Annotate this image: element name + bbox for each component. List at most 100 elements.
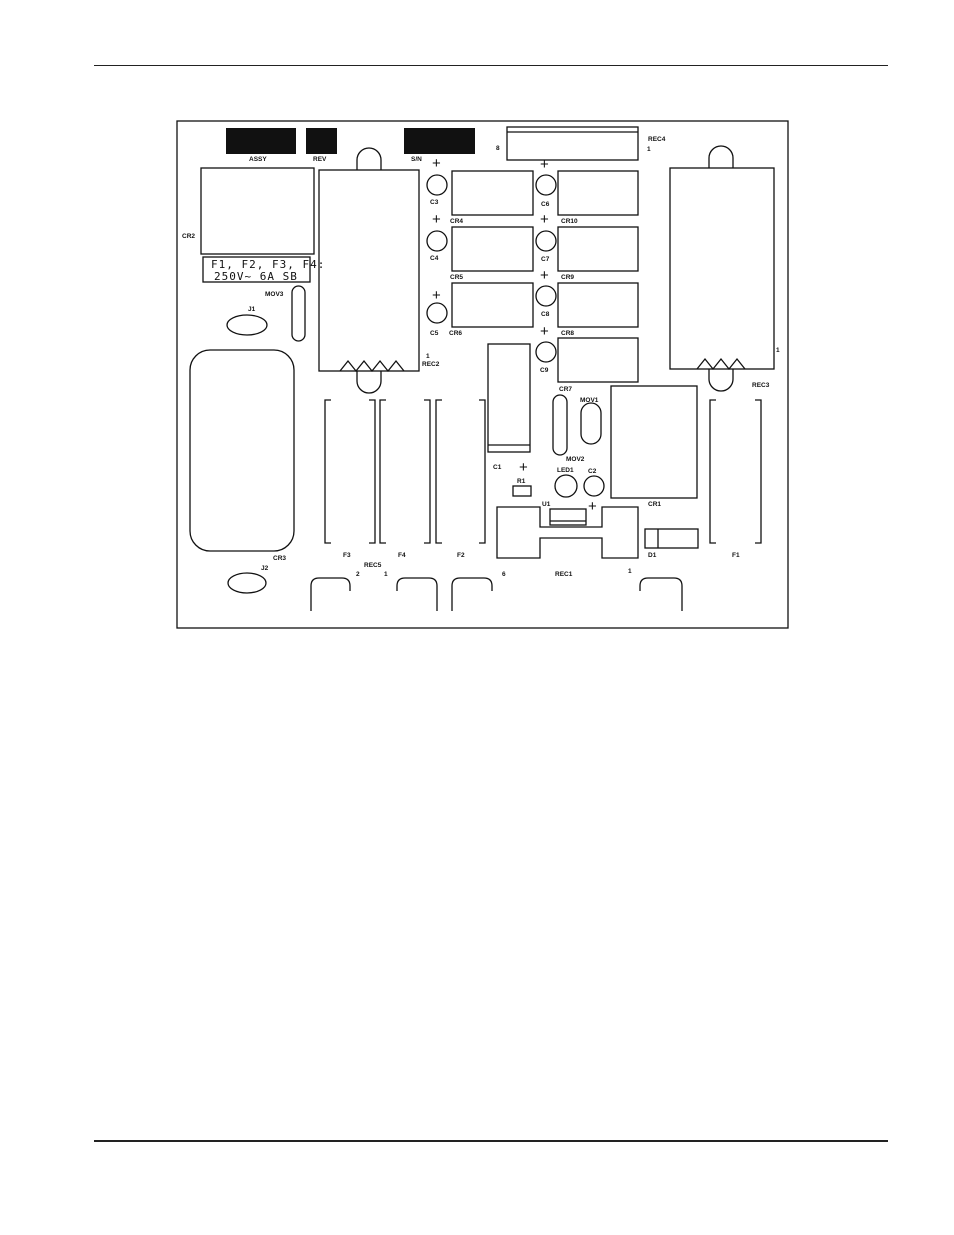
footer-rule (94, 1140, 888, 1142)
c2-plus: + (588, 498, 597, 515)
mov2 (552, 394, 568, 456)
c1-label: C1 (493, 464, 502, 471)
assy-label: ASSY (249, 156, 267, 163)
rec1-pin6: 6 (502, 571, 506, 578)
rec5-pin2: 2 (356, 571, 360, 578)
cr4-label: CR4 (450, 218, 463, 225)
cr9 (557, 226, 639, 272)
rec1 (496, 506, 639, 559)
c3-label: C3 (430, 199, 439, 206)
sn-block (404, 128, 475, 154)
c1-plus: + (519, 459, 528, 476)
rec5-connector-left (310, 577, 351, 611)
c7 (535, 230, 557, 252)
cr10 (557, 170, 639, 216)
rec2-bottom-tab (356, 371, 382, 394)
rec3 (669, 167, 775, 370)
rec2-top-tab (356, 147, 382, 170)
board-outline (176, 120, 789, 629)
f3-holder (324, 399, 376, 544)
led1-label: LED1 (557, 467, 574, 474)
rec4-pin1: 1 (647, 146, 651, 153)
rec5-label: REC5 (364, 562, 382, 569)
mov3 (291, 285, 306, 342)
rec3-key (696, 357, 746, 371)
rec4-label: REC4 (648, 136, 666, 143)
r1-label: R1 (517, 478, 526, 485)
rec2 (318, 169, 420, 372)
c6 (535, 174, 557, 196)
c5 (426, 302, 448, 324)
rec2-key (339, 359, 405, 373)
c6-label: C6 (541, 201, 550, 208)
fuse-note-box (202, 256, 311, 283)
c1 (487, 343, 531, 453)
mov1 (580, 402, 602, 445)
j1 (226, 314, 268, 336)
cr1 (610, 385, 698, 499)
f1-holder (709, 399, 762, 544)
c8 (535, 285, 557, 307)
rec4-pin8: 8 (496, 145, 500, 152)
cr6 (451, 282, 534, 328)
cr7 (557, 337, 639, 383)
cr9-label: CR9 (561, 274, 574, 281)
c3-plus: + (432, 155, 441, 172)
cr2-label: CR2 (182, 233, 195, 240)
cr4 (451, 170, 534, 216)
f4-holder (379, 399, 431, 544)
c8-label: C8 (541, 311, 550, 318)
u1-label: U1 (542, 501, 551, 508)
c6-plus: + (540, 156, 549, 173)
rec1-connector-left (451, 577, 493, 611)
mov1-label: MOV1 (580, 397, 599, 404)
assy-block (226, 128, 296, 154)
rec3-label: REC3 (752, 382, 770, 389)
rec1-pin1: 1 (628, 568, 632, 575)
j2 (227, 572, 267, 594)
rec1-label: REC1 (555, 571, 573, 578)
c4 (426, 230, 448, 252)
c9-label: C9 (540, 367, 549, 374)
rev-block (306, 128, 337, 154)
c8-plus: + (540, 267, 549, 284)
j2-label: J2 (261, 565, 269, 572)
rec2-pin1: 1 (426, 353, 430, 360)
cr1-label: CR1 (648, 501, 661, 508)
j1-label: J1 (248, 306, 256, 313)
cr8 (557, 282, 639, 328)
c9-plus: + (540, 323, 549, 340)
f2-holder (435, 399, 486, 544)
rec3-top-tab (708, 145, 734, 168)
c3 (426, 174, 448, 196)
rec4 (506, 126, 639, 161)
c4-label: C4 (430, 255, 439, 262)
sn-label: S/N (411, 156, 422, 163)
mov3-label: MOV3 (265, 291, 284, 298)
c2 (583, 475, 605, 497)
c7-plus: + (540, 211, 549, 228)
f4-label: F4 (398, 552, 406, 559)
r1 (512, 485, 532, 497)
cr6-label: CR6 (449, 330, 462, 337)
rec2-label: REC2 (422, 361, 440, 368)
fuse-note-line1: F1, F2, F3, F4: (211, 258, 325, 271)
cr5 (451, 226, 534, 272)
c5-label: C5 (430, 330, 439, 337)
f1-label: F1 (732, 552, 740, 559)
rec5-pin1: 1 (384, 571, 388, 578)
rec3-pin1: 1 (776, 347, 780, 354)
u1 (549, 508, 587, 526)
cr10-label: CR10 (561, 218, 578, 225)
cr2 (200, 167, 315, 255)
rec3-bottom-tab (708, 369, 734, 392)
rec5-connector-right (396, 577, 438, 611)
d1 (644, 528, 699, 549)
rec1-connector-right (639, 577, 683, 611)
c9 (535, 341, 557, 363)
mov2-label: MOV2 (566, 456, 585, 463)
led1 (554, 474, 578, 498)
f2-label: F2 (457, 552, 465, 559)
header-rule (94, 65, 888, 66)
